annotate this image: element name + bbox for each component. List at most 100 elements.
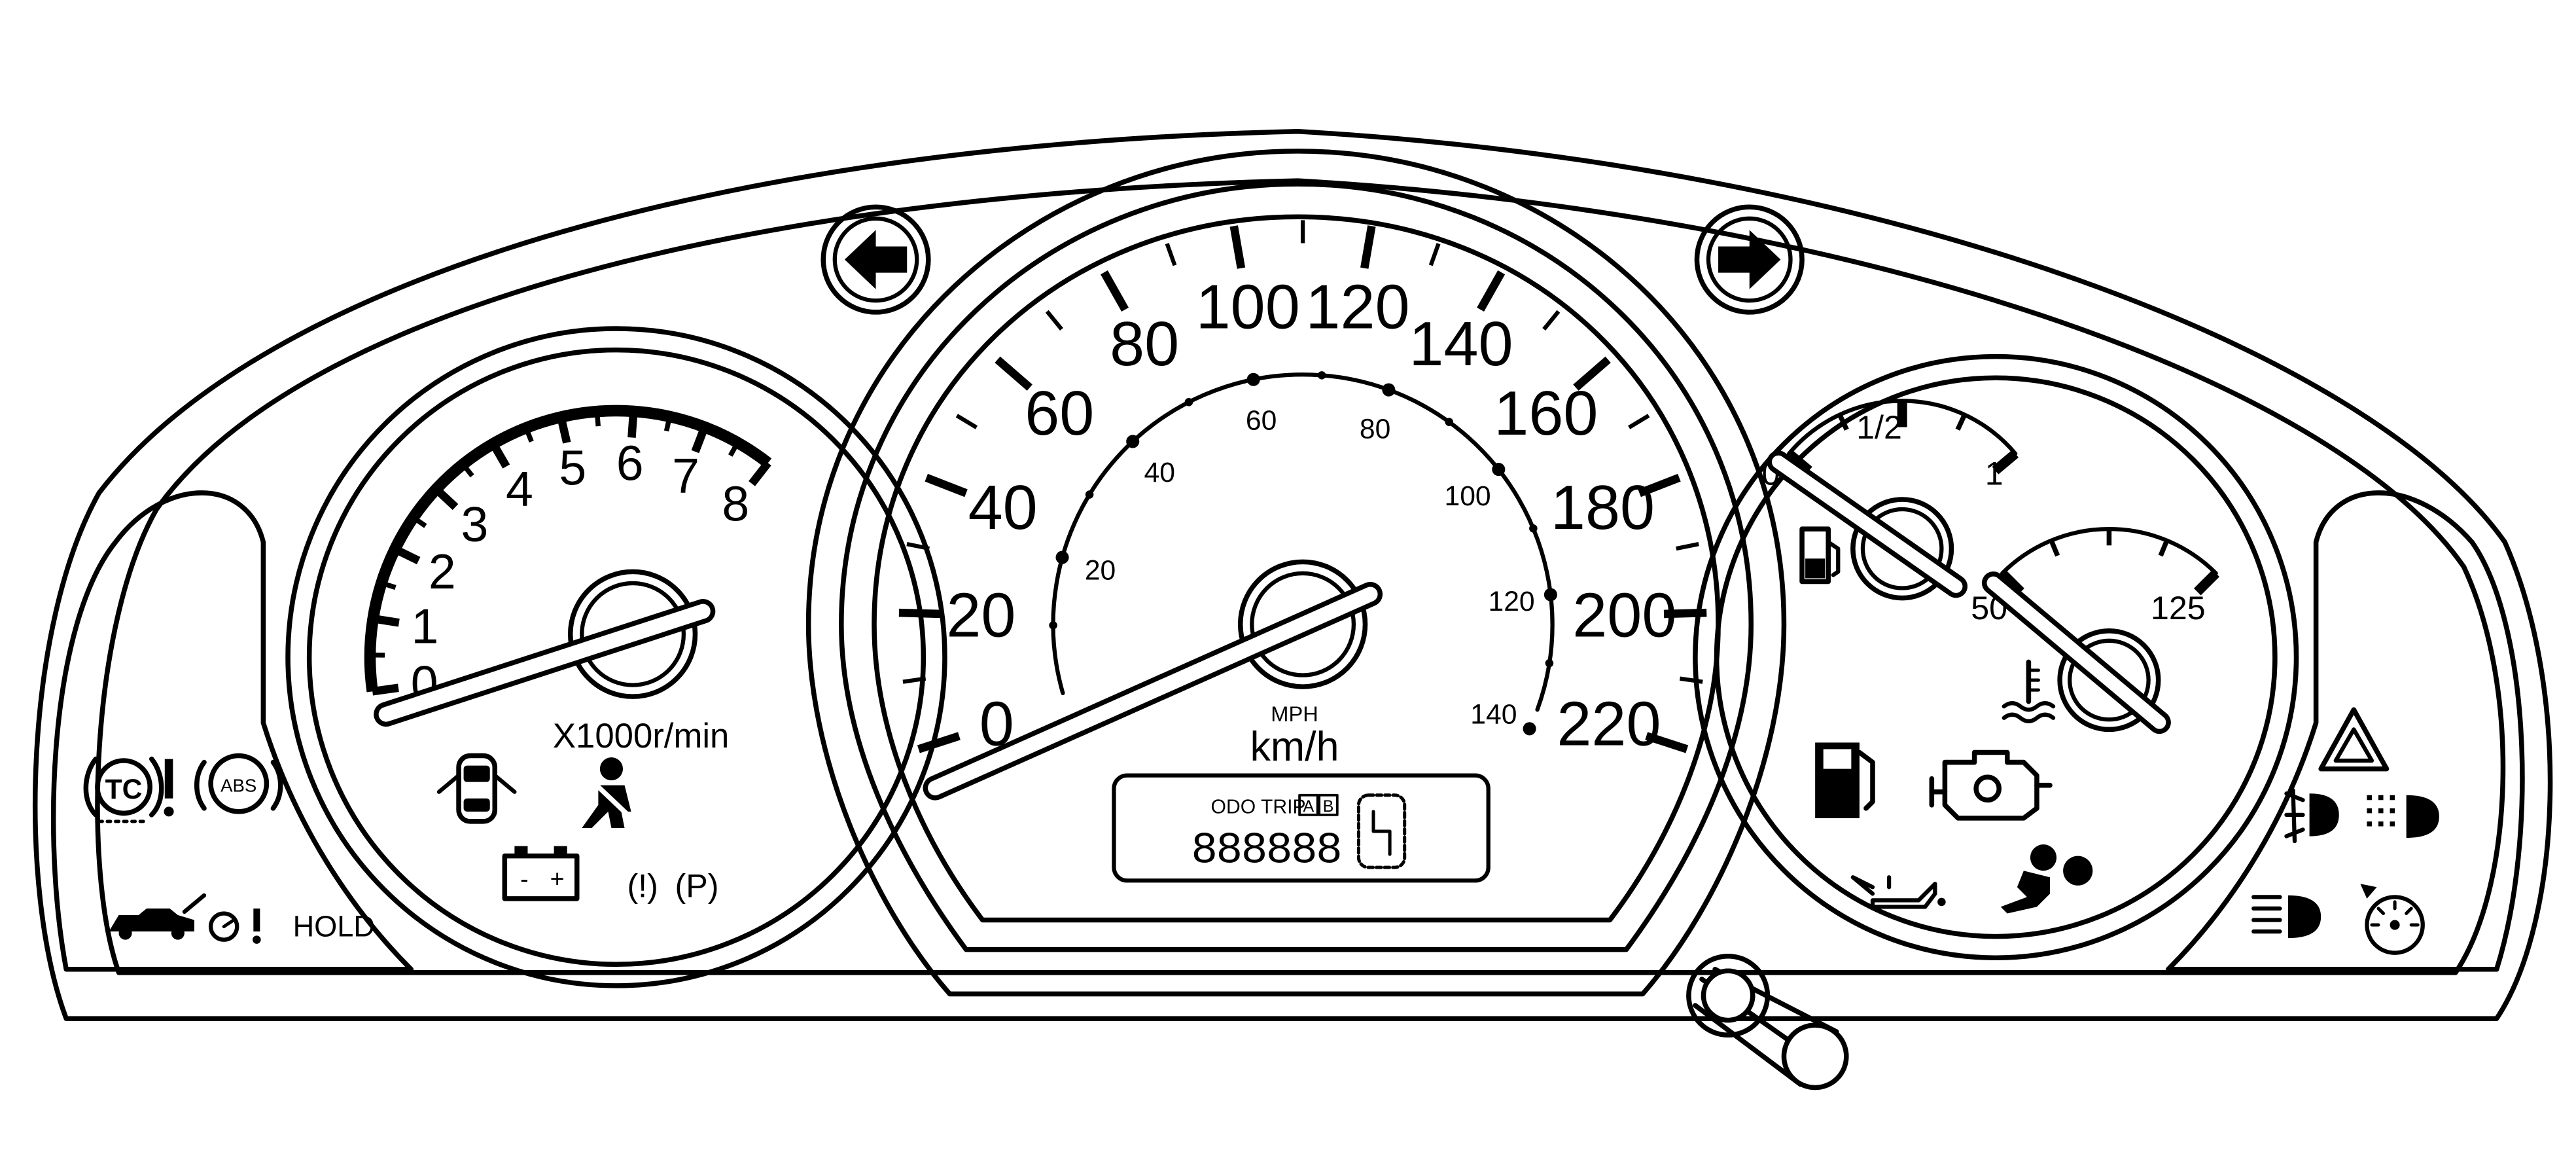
speedometer-kmh-label: 220 [1557,689,1661,759]
tachometer-tick [412,515,427,528]
tachometer-tick [749,460,771,486]
speedometer-mph-tick [1085,490,1094,499]
brake-warning-icon: (!) [627,867,658,904]
check-engine-icon [1929,749,2053,821]
speedometer-kmh-tick [1477,270,1506,312]
speedometer-mph-tick [1126,435,1140,448]
trip-b-label: B [1323,797,1334,816]
fuel-gauge-needle [1767,450,1967,598]
hazard-icon [2318,707,2390,772]
traction-control-label: TC [105,774,143,805]
cruise-control-icon [2360,884,2425,955]
temperature-gauge-tick [2193,569,2219,596]
battery-minus: - [520,865,529,892]
headlight-icon [2251,895,2321,939]
temperature-gauge-tick [2158,539,2170,557]
fuel-label-full: 1 [1985,455,2003,492]
odometer-mode-label: ODO TRIP [1211,796,1306,818]
speedometer-mph-tick [1529,524,1538,533]
fuel-gauge-tick [1837,413,1849,431]
speedometer-hub-inner [1250,571,1356,677]
speedometer-needle [923,581,1383,801]
door-ajar-icon [436,753,517,824]
speedometer-kmh-ticks [898,220,1707,753]
temp-label-hot: 125 [2151,590,2206,626]
needle-body [378,604,711,722]
temperature-gauge: 50 125 [1971,527,2219,734]
tachometer-bezel-inner [306,347,926,967]
odometer-digits: 888888 [1191,827,1341,876]
trip-a-label: A [1303,797,1314,816]
speedometer-mph-tick [1184,398,1193,406]
right-pod-bezel-outer [1693,353,2299,960]
tachometer-tick-label: 4 [506,461,533,516]
speedometer-mph-tick [1544,588,1557,602]
tachometer-tick [380,581,397,590]
speedometer-kmh-label: 160 [1494,379,1598,448]
abs-label: ABS [221,776,256,796]
speedometer-kmh-tick [906,542,930,551]
battery-icon: - + [502,846,580,901]
speedometer-mph-tick [1492,463,1506,477]
warning-exclamation-icon [164,759,174,817]
left-turn-signal-icon [844,230,908,289]
tachometer-tick-label: 3 [461,497,488,552]
speedometer-kmh-tick [1360,225,1376,269]
gear-indicator-segment [1356,793,1407,869]
speedometer-kmh-tick [995,356,1032,391]
speedometer-kmh-tick [902,676,926,684]
speedometer-mph-label: 100 [1444,480,1491,512]
speedometer-kmh-tick [1165,243,1177,266]
speedometer-kmh-tick [1045,310,1063,331]
needle-body [928,586,1378,796]
speedometer-mph-tick [1049,621,1057,630]
speedometer-bezel-inner [872,214,1721,923]
trip-b-box [1318,793,1339,816]
speedometer-kmh-tick [1542,310,1561,331]
tachometer-tick [372,683,399,696]
speedometer-mph-label: 140 [1470,699,1517,731]
tachometer-tick [627,410,638,438]
speedometer-kmh-tick [1679,676,1703,684]
tachometer-ticks [370,410,771,696]
fuel-label-half: 1/2 [1856,409,1902,446]
fuel-temp-pod: 0 1/2 1 50 125 [1693,353,2299,960]
tachometer-tick-label: 6 [616,436,644,491]
tachometer-tick [393,545,421,565]
fuel-pump-icon [1799,526,1841,585]
tachometer-tick [663,416,673,432]
speedometer-kmh-label: 100 [1196,273,1300,342]
tachometer-tick [728,441,740,457]
tachometer-tick-label: 7 [672,448,699,503]
trip-reset-knob[interactable] [1686,953,1849,1091]
speedometer-kmh-tick [1101,270,1129,312]
tachometer-tick [461,462,474,478]
tachometer-tick [489,441,510,469]
tachometer-tick-label: 5 [559,440,586,495]
temperature-gauge-needle [1981,571,2171,734]
speedometer-kmh-tick [1428,243,1441,266]
tachometer-unit-label: X1000r/min [553,717,729,755]
speedometer-mph-tick [1523,722,1536,736]
cluster-housing-inner [95,178,2506,975]
traction-control-indicator: TC [83,756,164,823]
speedometer-kmh-tick [1229,225,1246,269]
speedometer-mph-tick [1445,418,1454,426]
tachometer-tick [523,427,534,443]
right-turn-signal [1694,204,1805,315]
speedometer-kmh-tick [898,608,942,619]
speedometer-bezel-outer [805,149,1787,997]
speedometer-kmh-tick [925,473,968,497]
tachometer-tick-label: 8 [722,477,749,532]
high-beam-icon [2367,795,2439,838]
speedometer-mph-label: 60 [1246,405,1277,436]
tachometer-tick [557,416,571,444]
speedometer-kmh-label: 60 [1025,379,1094,448]
speedometer-mph-arc [1051,372,1555,712]
speedometer-kmh-tick [917,732,961,753]
speedometer-mph-tick [1246,372,1260,386]
speedometer-kmh-tick [955,414,978,429]
